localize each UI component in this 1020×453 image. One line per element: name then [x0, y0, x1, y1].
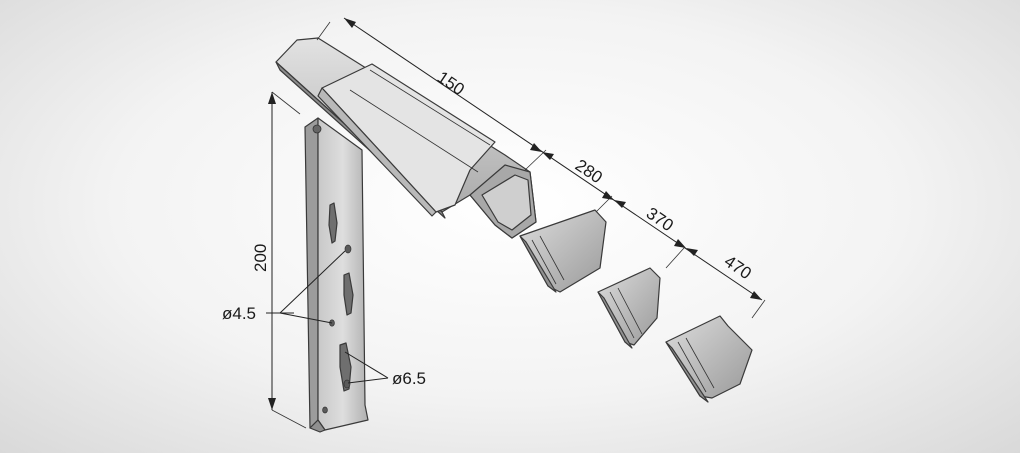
dim-280-label: 280	[572, 156, 606, 188]
dim-470-label: 470	[721, 252, 755, 284]
dim-370-label: 370	[643, 204, 677, 236]
plate-slots	[322, 202, 354, 414]
dimension-lines	[266, 17, 766, 429]
dim-150-label: 150	[434, 68, 468, 100]
extension-segment-2	[597, 267, 661, 349]
extension-segment-3	[665, 315, 753, 403]
hole-small-label: ø4.5	[222, 304, 256, 323]
extension-segment-1	[519, 209, 607, 293]
hole-large-label: ø6.5	[392, 369, 426, 388]
dim-200-label: 200	[251, 244, 270, 272]
vertical-plate	[304, 117, 369, 433]
horizontal-arm	[275, 37, 537, 239]
